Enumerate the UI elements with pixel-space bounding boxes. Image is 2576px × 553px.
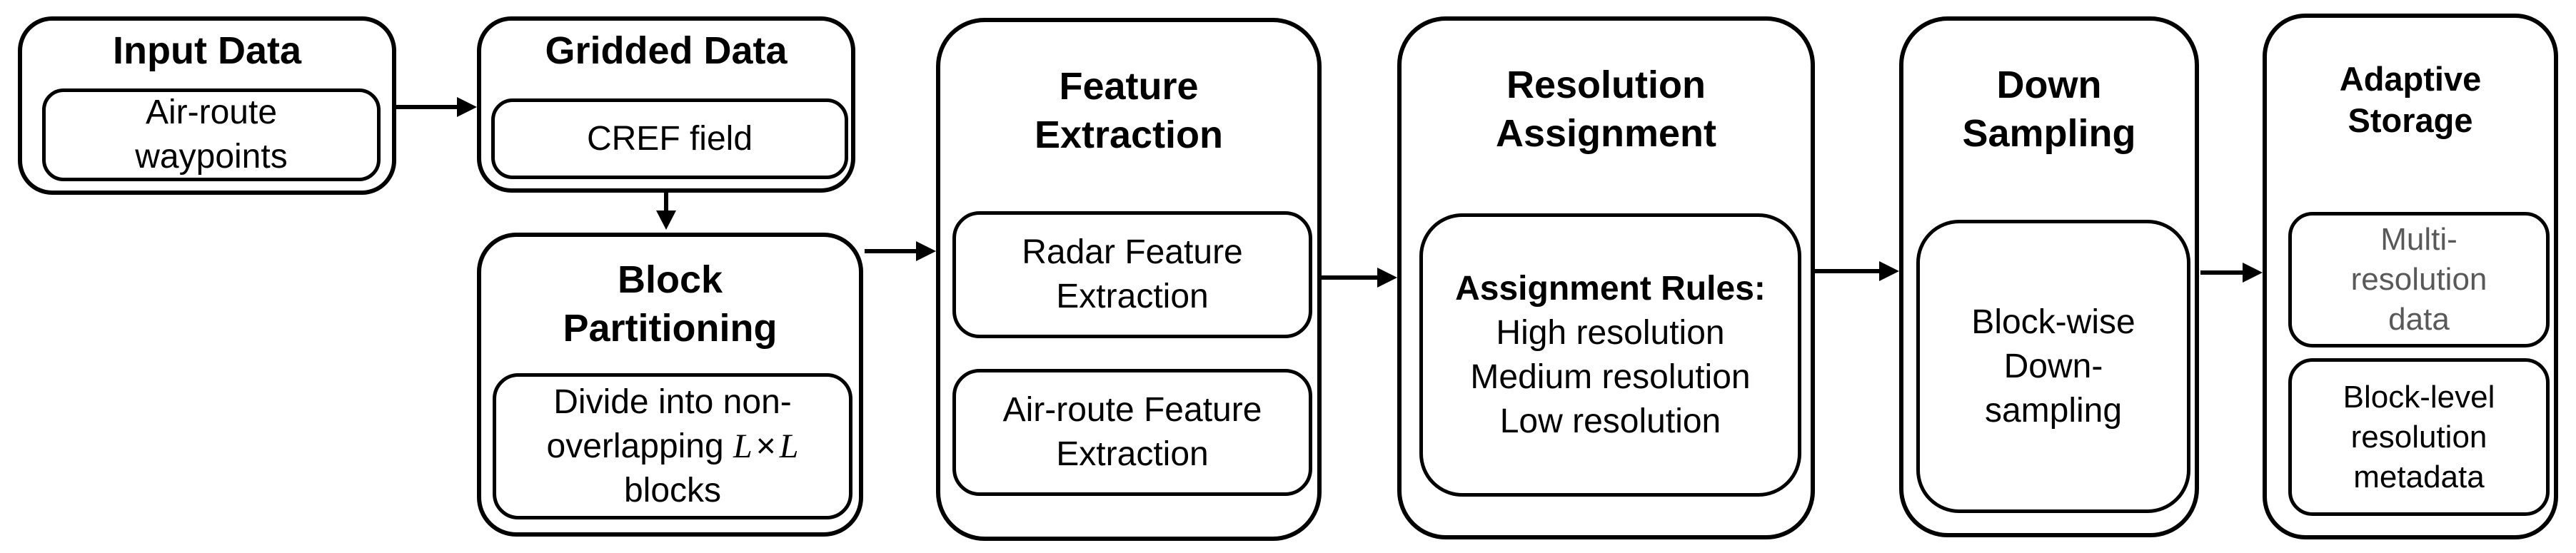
item-divide-blocks: Divide into non- overlapping L×L blocks xyxy=(493,373,852,519)
node-feature-extraction-title: Feature Extraction xyxy=(940,62,1317,159)
rule-low-resolution: Low resolution xyxy=(1499,402,1721,440)
item-line: Block-wise xyxy=(1971,303,2135,341)
item-line: Radar Feature xyxy=(1022,233,1243,271)
title-line: Down xyxy=(1996,64,2102,106)
node-block-partitioning: Block Partitioning Divide into non- over… xyxy=(477,233,863,537)
item-line: Down- xyxy=(2003,347,2103,385)
item-line: metadata xyxy=(2353,459,2485,494)
node-down-sampling-title: Down Sampling xyxy=(1903,61,2195,158)
item-line: Extraction xyxy=(1056,435,1209,473)
item-radar-feature-extraction: Radar Feature Extraction xyxy=(952,211,1312,338)
title-line: Block xyxy=(617,258,723,301)
arrow-downsampling-to-storage xyxy=(2200,263,2263,283)
node-gridded-data-title: Gridded Data xyxy=(545,29,788,72)
item-line: CREF field xyxy=(586,119,753,158)
item-line: Multi- xyxy=(2380,222,2457,257)
times-symbol: × xyxy=(755,427,776,465)
item-line: Extraction xyxy=(1056,278,1209,315)
title-line: Sampling xyxy=(1962,112,2136,155)
title-line: Adaptive xyxy=(2339,60,2482,98)
assignment-rules-heading: Assignment Rules: xyxy=(1455,269,1766,308)
item-line: sampling xyxy=(1984,391,2123,430)
math-variable-L: L xyxy=(733,427,753,465)
item-line: resolution xyxy=(2350,419,2487,455)
item-assignment-rules: Assignment Rules: High resolution Medium… xyxy=(1419,213,1801,497)
title-line: Feature xyxy=(1059,65,1199,108)
arrow-gridded-to-block-partitioning xyxy=(656,193,676,230)
node-down-sampling: Down Sampling Block-wise Down- sampling xyxy=(1899,16,2199,537)
title-line: Partitioning xyxy=(563,307,778,350)
node-adaptive-storage-title: Adaptive Storage xyxy=(2267,59,2554,141)
item-line: Divide into non- xyxy=(553,382,792,421)
rule-high-resolution: High resolution xyxy=(1496,313,1725,352)
node-block-partitioning-title: Block Partitioning xyxy=(481,255,859,352)
arrow-block-to-feature-extraction xyxy=(865,241,936,261)
node-resolution-assignment: Resolution Assignment Assignment Rules: … xyxy=(1397,16,1815,539)
arrow-resolution-to-downsampling xyxy=(1813,261,1899,281)
arrow-input-to-gridded xyxy=(396,97,477,117)
item-line: Air-route Feature xyxy=(1002,391,1262,429)
item-line: Block-level xyxy=(2343,379,2495,415)
item-line: overlapping L×L xyxy=(546,427,799,465)
item-block-wise-down-sampling: Block-wise Down- sampling xyxy=(1916,220,2190,513)
node-resolution-assignment-title: Resolution Assignment xyxy=(1402,61,1811,158)
math-variable-L: L xyxy=(779,427,799,465)
node-adaptive-storage: Adaptive Storage Multi- resolution data … xyxy=(2263,14,2558,539)
item-line: Air-route xyxy=(145,93,278,131)
title-line: Storage xyxy=(2348,101,2473,139)
title-line: Extraction xyxy=(1034,113,1224,156)
item-line: waypoints xyxy=(135,138,288,176)
node-input-data-title: Input Data xyxy=(113,29,301,72)
item-block-level-resolution-metadata: Block-level resolution metadata xyxy=(2288,358,2550,516)
item-line: blocks xyxy=(623,471,722,509)
item-line: resolution xyxy=(2350,262,2487,297)
rule-medium-resolution: Medium resolution xyxy=(1470,357,1751,396)
arrow-feature-to-resolution xyxy=(1320,268,1397,288)
node-feature-extraction: Feature Extraction Radar Feature Extract… xyxy=(936,18,1322,541)
node-gridded-data: Gridded Data CREF field xyxy=(477,16,855,193)
item-multi-resolution-data: Multi- resolution data xyxy=(2288,212,2550,347)
item-line: data xyxy=(2388,302,2450,337)
item-air-route-feature-extraction: Air-route Feature Extraction xyxy=(952,369,1312,496)
title-line: Resolution xyxy=(1506,64,1706,106)
title-line: Assignment xyxy=(1495,112,1717,155)
item-air-route-waypoints: Air-route waypoints xyxy=(42,88,381,181)
node-input-data: Input Data Air-route waypoints xyxy=(18,16,396,195)
item-cref-field: CREF field xyxy=(491,98,848,179)
